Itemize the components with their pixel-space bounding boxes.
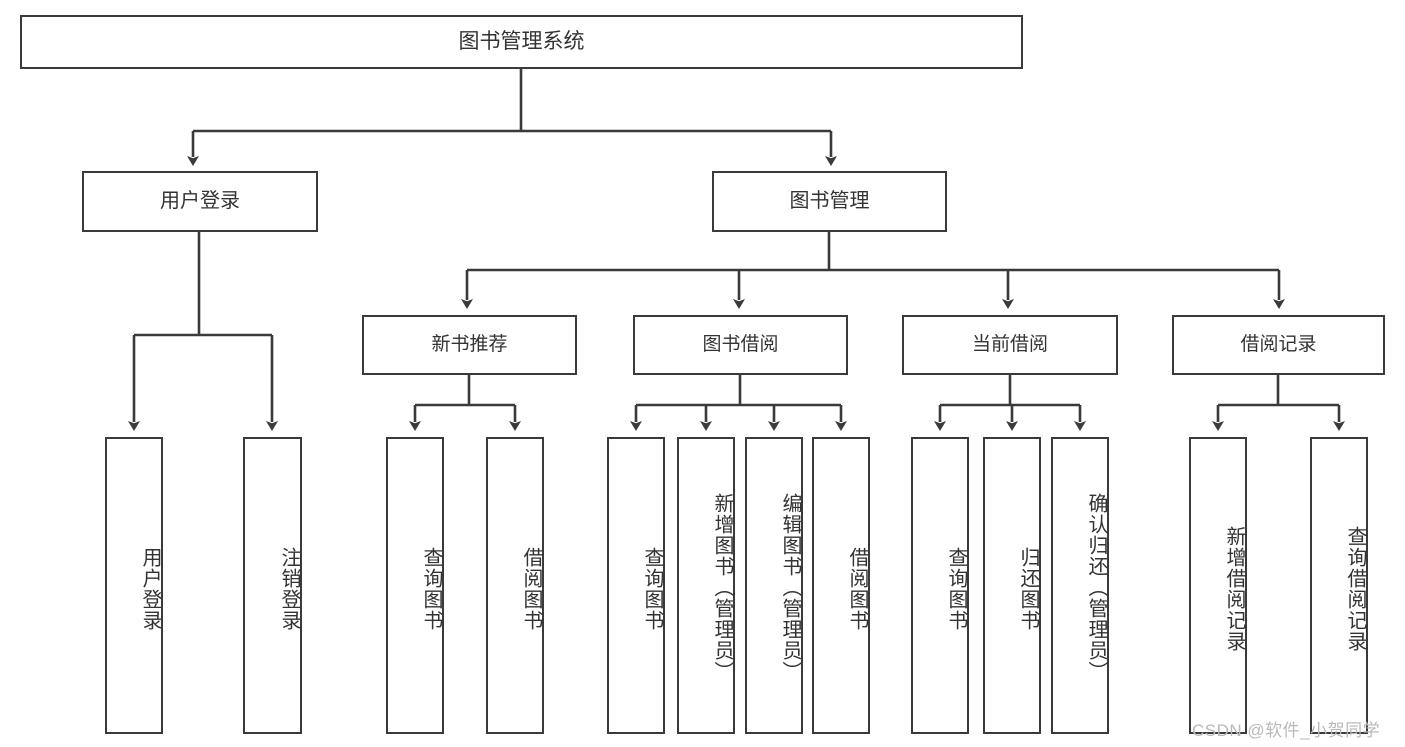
leaf-label: 注销登录 bbox=[278, 546, 300, 631]
node-new-book-recommend-label: 新书推荐 bbox=[431, 334, 508, 356]
leaf-label: 用户登录 bbox=[139, 546, 161, 631]
leaf-add-borrow-record[interactable]: 新增借阅记录 bbox=[1189, 437, 1247, 734]
leaf-label: 查询图书 bbox=[420, 546, 442, 631]
leaf-label: 借阅图书 bbox=[520, 546, 542, 631]
leaf-query-borrow-record[interactable]: 查询借阅记录 bbox=[1310, 437, 1368, 734]
leaf-label: 查询图书 bbox=[945, 546, 967, 631]
leaf-label: 借阅图书 bbox=[846, 546, 868, 631]
leaf-borrow-book-recommend[interactable]: 借阅图书 bbox=[486, 437, 544, 734]
node-new-book-recommend[interactable]: 新书推荐 bbox=[362, 315, 577, 375]
leaf-add-book-admin[interactable]: 新增图书（管理员） bbox=[677, 437, 735, 734]
csdn-watermark: CSDN @软件_小贺同学 bbox=[1192, 721, 1381, 740]
leaf-label: 归还图书 bbox=[1017, 546, 1039, 631]
leaf-return-book[interactable]: 归还图书 bbox=[983, 437, 1041, 734]
node-borrow-record[interactable]: 借阅记录 bbox=[1172, 315, 1385, 375]
leaf-confirm-return-admin[interactable]: 确认归还（管理员） bbox=[1051, 437, 1109, 734]
leaf-label: 新增图书（管理员） bbox=[711, 492, 733, 682]
node-root-label: 图书管理系统 bbox=[458, 29, 585, 53]
leaf-query-book-borrow[interactable]: 查询图书 bbox=[607, 437, 665, 734]
node-book-borrow-label: 图书借阅 bbox=[702, 334, 779, 356]
node-book-borrow[interactable]: 图书借阅 bbox=[633, 315, 848, 375]
node-current-borrow-label: 当前借阅 bbox=[971, 334, 1048, 356]
node-borrow-record-label: 借阅记录 bbox=[1240, 334, 1317, 356]
leaf-label: 查询借阅记录 bbox=[1344, 525, 1366, 652]
leaf-query-book-recommend[interactable]: 查询图书 bbox=[386, 437, 444, 734]
leaf-logout[interactable]: 注销登录 bbox=[243, 437, 302, 734]
leaf-label: 确认归还（管理员） bbox=[1085, 492, 1107, 682]
leaf-borrow-book[interactable]: 借阅图书 bbox=[812, 437, 870, 734]
node-user-login-label: 用户登录 bbox=[160, 190, 240, 212]
leaf-query-book-current[interactable]: 查询图书 bbox=[911, 437, 969, 734]
leaf-edit-book-admin[interactable]: 编辑图书（管理员） bbox=[745, 437, 803, 734]
leaf-label: 查询图书 bbox=[641, 546, 663, 631]
node-root[interactable]: 图书管理系统 bbox=[20, 15, 1023, 69]
node-current-borrow[interactable]: 当前借阅 bbox=[902, 315, 1118, 375]
node-user-login[interactable]: 用户登录 bbox=[82, 171, 318, 232]
node-book-management-label: 图书管理 bbox=[789, 190, 870, 212]
leaf-user-login[interactable]: 用户登录 bbox=[105, 437, 163, 734]
leaf-label: 编辑图书（管理员） bbox=[779, 492, 801, 682]
node-book-management[interactable]: 图书管理 bbox=[712, 171, 947, 232]
leaf-label: 新增借阅记录 bbox=[1223, 525, 1245, 652]
